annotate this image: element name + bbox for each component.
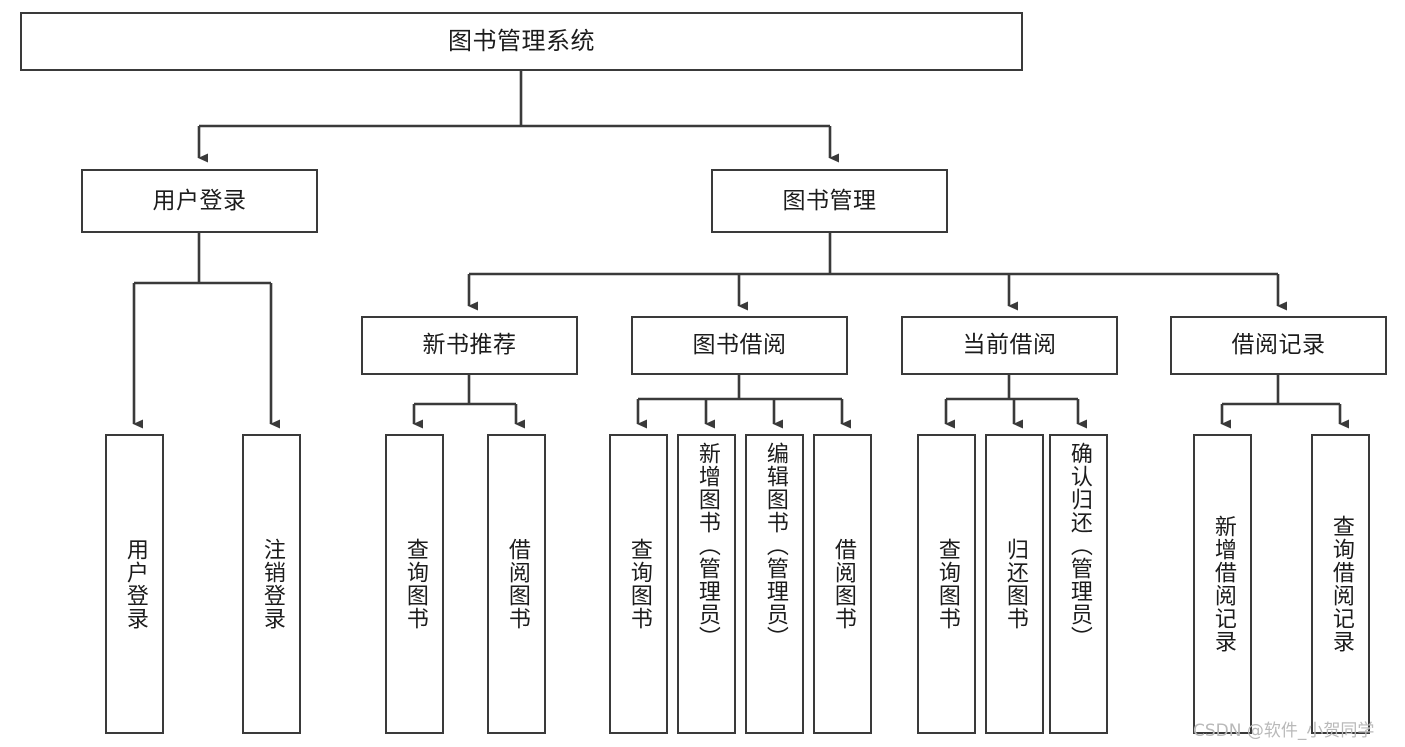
node-label: 新增借阅记录 (1210, 515, 1236, 653)
node-label: 图书管理 (782, 187, 877, 214)
node-label: 借阅记录 (1231, 332, 1326, 359)
node-book-borrow[interactable]: 图书借阅 (631, 316, 848, 375)
node-leaf-confirm-return[interactable]: 确认归还（管理员） (1049, 434, 1108, 734)
node-leaf-query-book-current[interactable]: 查询图书 (917, 434, 976, 734)
node-leaf-add-borrow-record[interactable]: 新增借阅记录 (1193, 434, 1252, 734)
node-new-book-recommend[interactable]: 新书推荐 (361, 316, 578, 375)
node-leaf-return-book[interactable]: 归还图书 (985, 434, 1044, 734)
node-root-book-management-system[interactable]: 图书管理系统 (20, 12, 1023, 71)
node-leaf-borrow-book-recommend[interactable]: 借阅图书 (487, 434, 546, 734)
node-label: 确认归还（管理员） (1066, 442, 1092, 649)
node-label: 查询图书 (402, 538, 428, 630)
node-leaf-edit-book[interactable]: 编辑图书（管理员） (745, 434, 804, 734)
node-leaf-borrow-book[interactable]: 借阅图书 (813, 434, 872, 734)
node-leaf-query-book-borrow[interactable]: 查询图书 (609, 434, 668, 734)
node-label: 图书借阅 (692, 332, 787, 359)
node-leaf-user-login[interactable]: 用户登录 (105, 434, 164, 734)
node-leaf-query-book-recommend[interactable]: 查询图书 (385, 434, 444, 734)
node-user-login[interactable]: 用户登录 (81, 169, 318, 233)
node-borrow-record[interactable]: 借阅记录 (1170, 316, 1387, 375)
node-label: 查询图书 (626, 538, 652, 630)
node-leaf-logout-login[interactable]: 注销登录 (242, 434, 301, 734)
node-label: 借阅图书 (830, 538, 856, 630)
node-label: 新书推荐 (422, 332, 517, 359)
node-label: 用户登录 (122, 538, 148, 630)
node-label: 查询借阅记录 (1328, 515, 1354, 653)
node-leaf-add-book[interactable]: 新增图书（管理员） (677, 434, 736, 734)
node-label: 注销登录 (259, 538, 285, 630)
node-leaf-query-borrow-record[interactable]: 查询借阅记录 (1311, 434, 1370, 734)
node-book-management[interactable]: 图书管理 (711, 169, 948, 233)
node-label: 新增图书（管理员） (694, 442, 720, 649)
node-label: 当前借阅 (962, 332, 1057, 359)
node-label: 用户登录 (152, 187, 247, 214)
node-label: 编辑图书（管理员） (762, 442, 788, 649)
node-label: 借阅图书 (504, 538, 530, 630)
node-current-borrow[interactable]: 当前借阅 (901, 316, 1118, 375)
node-label: 归还图书 (1002, 538, 1028, 630)
node-label: 查询图书 (934, 538, 960, 630)
node-label: 图书管理系统 (448, 26, 595, 55)
csdn-watermark: CSDN @软件_小贺同学 (1193, 721, 1375, 741)
